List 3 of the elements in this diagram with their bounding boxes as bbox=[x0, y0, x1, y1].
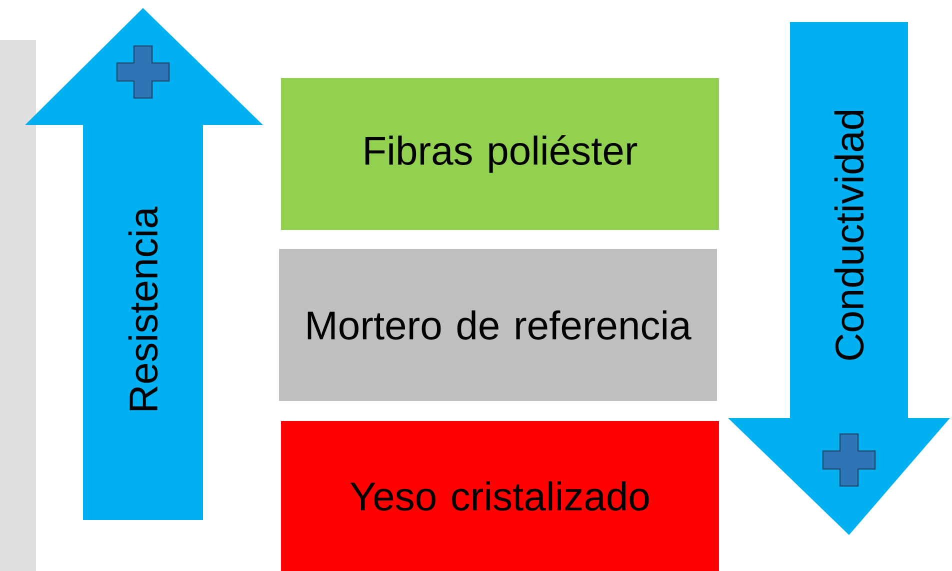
colored-box: Fibras poliéster bbox=[281, 78, 719, 230]
colored-box: Mortero de referencia bbox=[279, 249, 717, 401]
colored-box: Yeso cristalizado bbox=[281, 421, 719, 571]
